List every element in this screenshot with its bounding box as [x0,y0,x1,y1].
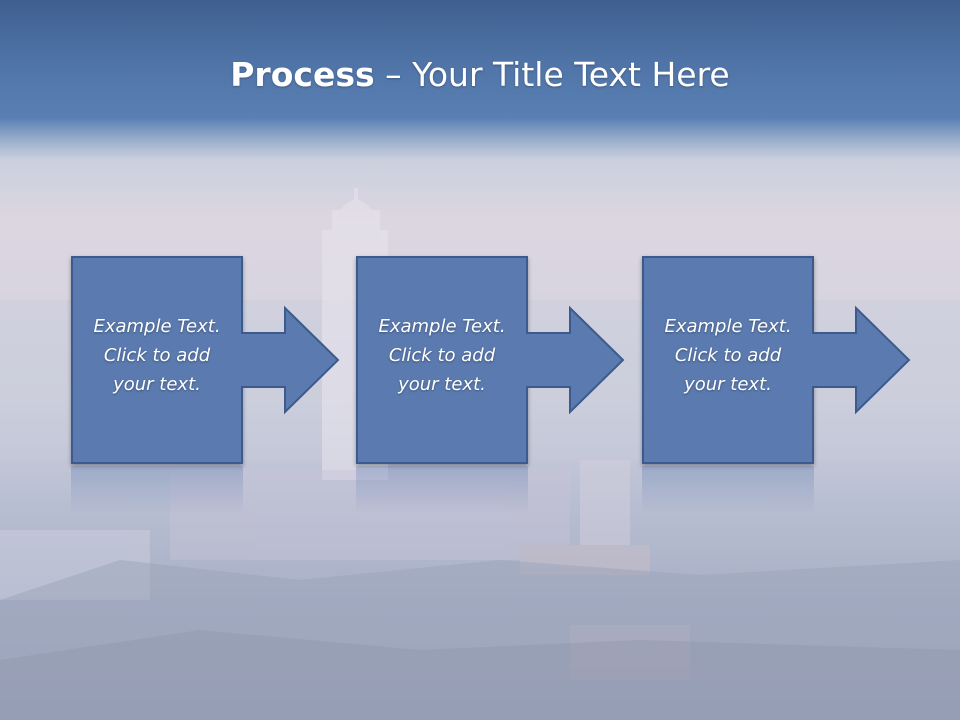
process-step-2[interactable]: Example Text. Click to add your text. [356,256,702,468]
title-rest: – Your Title Text Here [374,55,730,94]
process-step-1[interactable]: Example Text. Click to add your text. [71,256,417,468]
step-box[interactable] [356,256,528,464]
process-step-3[interactable]: Example Text. Click to add your text. [642,256,960,468]
step-text[interactable]: Example Text. Click to add your text. [93,316,221,395]
right-arrow-icon [526,305,625,415]
step-reflection [642,466,814,514]
slide-title[interactable]: Process – Your Title Text Here [0,52,960,98]
step-reflection [356,466,528,514]
title-bold: Process [230,55,375,94]
step-text[interactable]: Example Text. Click to add your text. [664,316,792,395]
right-arrow-icon [241,305,340,415]
right-arrow-icon [812,305,911,415]
step-text[interactable]: Example Text. Click to add your text. [378,316,506,395]
step-reflection [71,466,243,514]
step-box[interactable] [71,256,243,464]
